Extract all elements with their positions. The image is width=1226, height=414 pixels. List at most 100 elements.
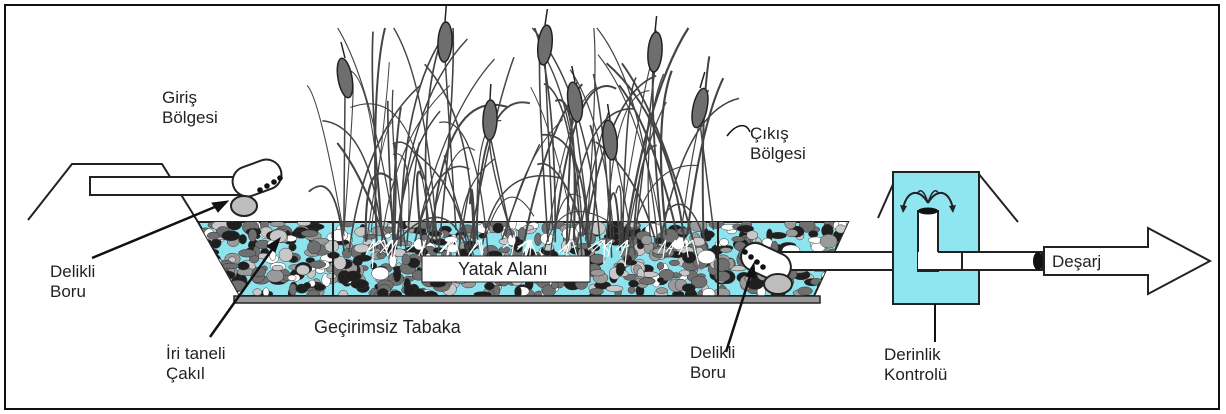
cattail-stem bbox=[344, 93, 345, 230]
gravel-stone bbox=[821, 278, 838, 285]
perforated-pipe-label-right: DelikliBoru bbox=[690, 343, 735, 383]
cattail-tip bbox=[490, 84, 491, 100]
gravel-stone bbox=[657, 278, 664, 283]
gravel-stone bbox=[698, 250, 716, 264]
gravel-stone bbox=[272, 265, 283, 271]
gravel-stone bbox=[499, 247, 510, 253]
gravel-stone bbox=[732, 236, 745, 242]
discharge-label: Deşarj bbox=[1052, 252, 1101, 272]
gravel-stone bbox=[205, 290, 211, 302]
gravel-stone bbox=[296, 265, 309, 275]
gravel-stone bbox=[301, 230, 318, 237]
gravel-stone bbox=[207, 249, 219, 255]
gravel-stone bbox=[589, 288, 603, 295]
gravel-stone bbox=[836, 225, 847, 233]
gravel-stone bbox=[484, 282, 494, 290]
gravel-stone bbox=[838, 271, 852, 279]
gravel-stone bbox=[817, 281, 830, 294]
cattail-tip bbox=[545, 9, 547, 25]
gravel-stone bbox=[656, 288, 668, 294]
gravel-stone bbox=[310, 261, 326, 268]
gravel-stone bbox=[193, 253, 203, 263]
gravel-stone bbox=[372, 267, 389, 280]
gravel-stone bbox=[267, 270, 284, 283]
gravel-stone bbox=[377, 252, 386, 259]
gravel-stone bbox=[820, 234, 837, 248]
gravel-stone bbox=[194, 245, 207, 254]
cattail-head bbox=[536, 24, 554, 65]
gravel-stone bbox=[402, 254, 411, 265]
gravel-stone bbox=[714, 258, 730, 271]
gravel-stone bbox=[809, 231, 819, 238]
gravel-stone bbox=[835, 287, 853, 297]
cattail-tip bbox=[341, 42, 345, 58]
gravel-stone bbox=[720, 248, 732, 253]
gravel-stone bbox=[639, 278, 655, 285]
gravel-stone bbox=[393, 268, 401, 282]
gravel-stone bbox=[798, 287, 813, 295]
gravel-stone bbox=[835, 272, 852, 283]
gravel-stone bbox=[657, 262, 664, 269]
gravel-stone bbox=[198, 240, 206, 253]
cattail-head bbox=[335, 57, 356, 99]
gravel-stone bbox=[314, 284, 326, 291]
gravel-stone bbox=[846, 235, 857, 244]
outlet-zone-label: ÇıkışBölgesi bbox=[750, 124, 806, 164]
gravel-stone bbox=[785, 218, 796, 229]
gravel-stone bbox=[606, 286, 623, 292]
gravel-stone bbox=[239, 234, 247, 244]
gravel-stone bbox=[270, 222, 285, 227]
gravel-stone bbox=[214, 286, 232, 292]
gravel-stone bbox=[192, 276, 208, 285]
cattail-head bbox=[647, 32, 664, 73]
gravel-stone bbox=[355, 255, 372, 262]
gravel-stone bbox=[590, 254, 606, 264]
cattail-stem bbox=[445, 57, 456, 230]
gravel-stone bbox=[841, 278, 852, 289]
gravel-stone bbox=[222, 263, 238, 269]
gravel-stone bbox=[628, 287, 635, 294]
impermeable-layer bbox=[234, 296, 820, 303]
bed-area-label: Yatak Alanı bbox=[458, 259, 548, 279]
gravel-stone bbox=[842, 240, 855, 253]
gravel-stone bbox=[523, 225, 533, 230]
gravel-stone bbox=[248, 229, 256, 241]
inlet-zone-label: GirişBölgesi bbox=[162, 88, 218, 128]
gravel-stone bbox=[222, 231, 240, 241]
gravel-stone bbox=[238, 249, 256, 257]
gravel-stone bbox=[669, 260, 679, 266]
gravel-stone bbox=[291, 231, 302, 237]
inlet-pipe-elbow bbox=[231, 196, 257, 216]
gravel-stone bbox=[207, 232, 219, 239]
gravel-stone bbox=[303, 282, 310, 289]
gravel-stone bbox=[786, 229, 798, 237]
cattail-tip bbox=[445, 6, 446, 22]
gravel-stone bbox=[238, 262, 250, 270]
gravel-stone bbox=[279, 248, 293, 262]
gravel-stone bbox=[747, 231, 758, 240]
impermeable-layer-label: Geçirimsiz Tabaka bbox=[314, 317, 461, 337]
gravel-stone bbox=[493, 223, 504, 233]
gravel-stone bbox=[629, 280, 639, 287]
gravel-stone bbox=[823, 285, 839, 297]
gravel-stone bbox=[616, 265, 624, 276]
gravel-stone bbox=[345, 271, 361, 282]
depth-control-label: DerinlikKontrolü bbox=[884, 345, 947, 385]
gravel-stone bbox=[551, 282, 558, 289]
gravel-stone bbox=[192, 240, 202, 252]
gravel-stone bbox=[591, 270, 605, 277]
cattail-tip bbox=[700, 72, 705, 88]
gravel-stone bbox=[770, 232, 787, 238]
gravel-stone bbox=[197, 278, 211, 287]
gravel-stone bbox=[192, 274, 209, 283]
gravel-stone bbox=[308, 224, 325, 230]
gravel-stone bbox=[719, 239, 728, 246]
gravel-stone bbox=[199, 275, 211, 281]
gravel-stone bbox=[253, 289, 262, 296]
gravel-stone bbox=[404, 285, 415, 297]
cattail-head bbox=[437, 22, 453, 63]
gravel-stone bbox=[682, 252, 696, 264]
gravel-stone bbox=[682, 284, 695, 292]
